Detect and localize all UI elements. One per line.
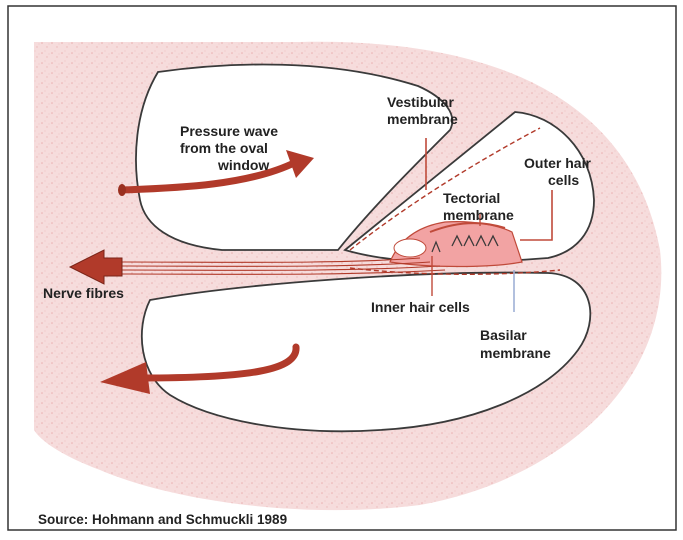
label-inner-hair-cells: Inner hair cells [371,299,470,315]
label-vestibular-membrane: Vestibular membrane [387,94,458,127]
inner-tunnel [394,239,426,257]
label-tectorial-membrane: Tectorial membrane [443,190,514,223]
source-caption: Source: Hohmann and Schmuckli 1989 [38,512,287,527]
label-nerve-fibres: Nerve fibres [43,285,124,301]
pressure-wave-arrow-tail [118,184,126,196]
